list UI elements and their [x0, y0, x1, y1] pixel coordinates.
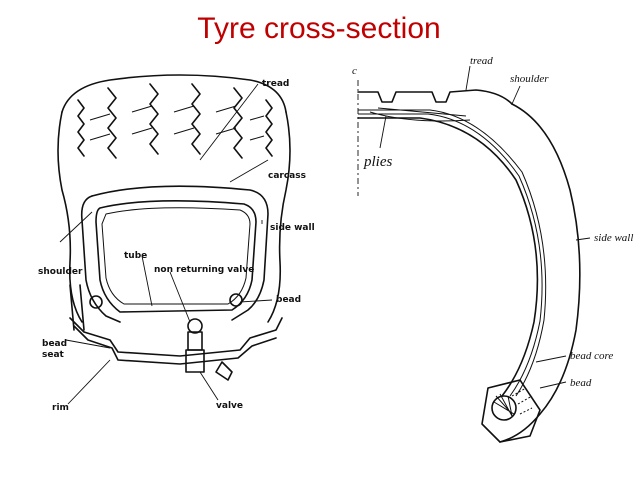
leader-r-tread: [465, 65, 471, 91]
left-tube: [95, 200, 257, 313]
label-r-shoulder: shoulder: [510, 73, 549, 85]
leader-r-side-wall: [575, 237, 591, 241]
leader-r-bead: [539, 381, 567, 389]
label-side-wall: side wall: [270, 223, 315, 233]
leader-shoulder: [59, 211, 93, 243]
right-bead-body: [481, 379, 541, 443]
left-tread-crown: [61, 74, 287, 113]
left-tyre-diagram: tread carcass side wall shoulder tube no…: [38, 74, 315, 413]
leader-valve: [199, 371, 219, 401]
right-tyre-diagram: c tread shoulder plies side wall bead co…: [352, 55, 633, 443]
leader-r-plies: [379, 115, 387, 149]
leader-r-shoulder: [511, 85, 521, 105]
leader-bead: [239, 299, 273, 303]
label-non-returning-valve: non returning valve: [154, 265, 254, 275]
label-valve: valve: [216, 401, 243, 411]
left-outer-sidewall-left: [57, 111, 83, 323]
label-bead-seat-1: bead: [42, 339, 67, 349]
leader-bead-seat: [65, 339, 111, 349]
leader-tube: [141, 255, 153, 307]
right-plies: [358, 107, 547, 397]
left-bead-right: [229, 293, 243, 307]
leader-rim: [67, 359, 111, 405]
label-rim: rim: [52, 403, 69, 413]
tread-grooves: [77, 83, 273, 159]
right-outer-profile: [499, 103, 581, 443]
right-bead-core: [491, 395, 517, 421]
leader-nrv: [169, 271, 191, 323]
left-valve: [185, 318, 233, 381]
label-tread: tread: [262, 79, 289, 89]
label-tube: tube: [124, 251, 147, 261]
right-inner-liner: [357, 117, 539, 397]
label-shoulder: shoulder: [38, 267, 83, 277]
label-bead: bead: [276, 295, 301, 305]
leader-carcass: [229, 159, 269, 183]
page-title: Tyre cross-section: [197, 12, 441, 45]
label-bead-seat-2: seat: [42, 350, 65, 360]
right-tread-surface: [357, 89, 513, 105]
label-r-c: c: [352, 65, 357, 77]
leader-r-bead-core: [535, 355, 567, 363]
left-bead-left: [89, 295, 103, 309]
left-carcass: [91, 185, 269, 321]
label-r-plies: plies: [363, 154, 392, 170]
left-rim: [69, 317, 283, 357]
label-r-bead-core: bead core: [570, 350, 613, 362]
label-r-bead: bead: [570, 377, 592, 389]
label-r-side-wall: side wall: [594, 232, 633, 244]
left-outer-sidewall-right: [267, 111, 291, 323]
label-r-tread: tread: [470, 55, 493, 67]
label-carcass: carcass: [268, 171, 306, 181]
leader-tread: [199, 83, 259, 161]
